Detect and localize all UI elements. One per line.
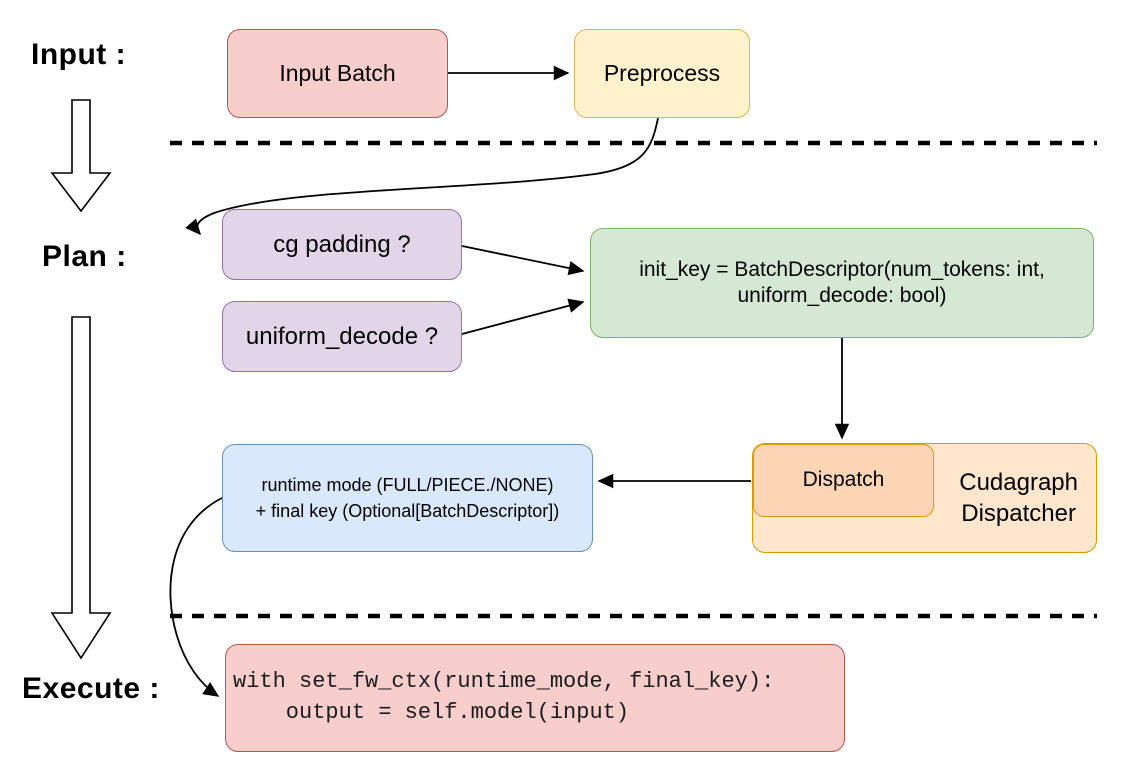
node-init-key: init_key = BatchDescriptor(num_tokens: i… [590, 228, 1094, 338]
section-label-execute: Execute : [22, 672, 160, 705]
node-preprocess: Preprocess [574, 29, 750, 118]
node-cg-padding: cg padding ? [222, 209, 462, 280]
arrow-uniform-decode-to-init-key [461, 298, 585, 335]
node-execute-code: with set_fw_ctx(runtime_mode, final_key)… [225, 644, 845, 752]
arrow-preprocess-to-cg-padding [185, 117, 659, 236]
section-label-plan: Plan : [42, 240, 127, 273]
phase-arrow-input-to-plan [50, 99, 112, 213]
node-uniform-decode: uniform_decode ? [222, 301, 462, 372]
phase-arrow-plan-to-execute [50, 316, 112, 660]
node-input-batch: Input Batch [227, 29, 448, 118]
section-label-input: Input : [31, 38, 127, 71]
node-dispatch: Dispatch [753, 444, 934, 517]
arrow-runtime-mode-to-execute-code [169, 496, 225, 697]
node-runtime-mode-final-key: runtime mode (FULL/PIECE./NONE) + final … [222, 444, 593, 552]
arrow-cg-padding-to-init-key [461, 245, 585, 276]
